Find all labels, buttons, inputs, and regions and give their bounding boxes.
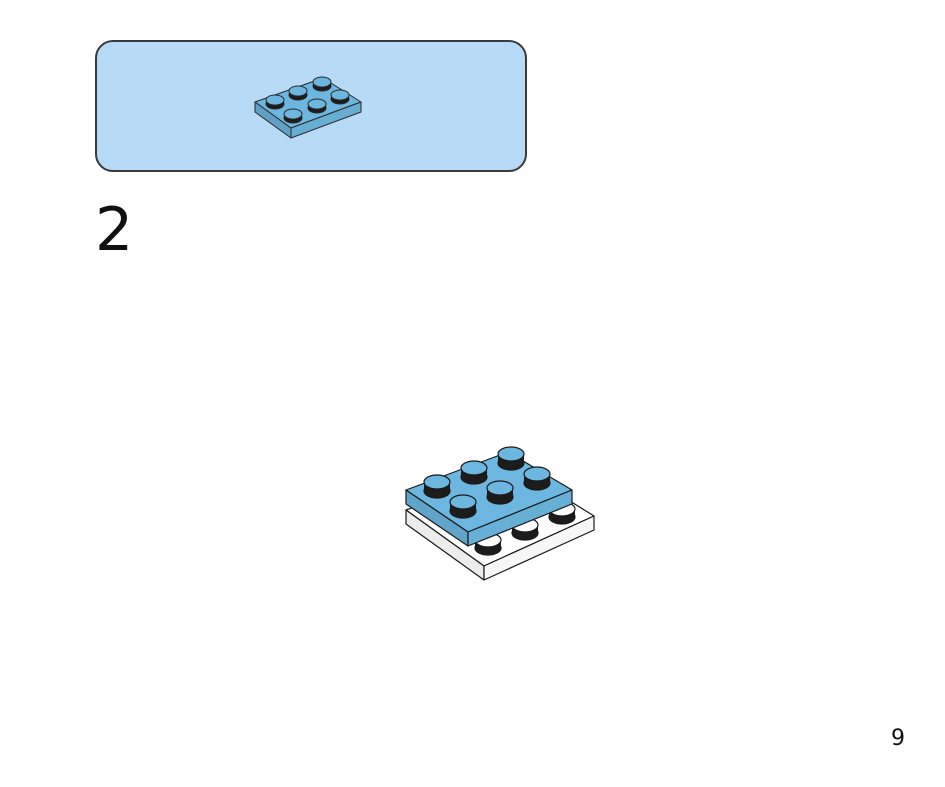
- step-number: 2: [95, 195, 134, 265]
- plate-2x3-icon: [254, 76, 362, 139]
- parts-callout: [95, 40, 527, 172]
- page-number: 9: [891, 726, 905, 751]
- assembled-plates-icon: [405, 446, 595, 581]
